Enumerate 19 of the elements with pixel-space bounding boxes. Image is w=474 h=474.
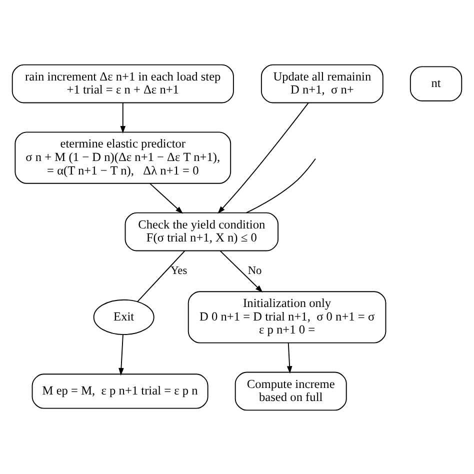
connector — [246, 158, 316, 213]
node-box: nt — [410, 66, 462, 101]
node-box: Initialization only D 0 n+1 = D trial n+1, σ 0 n+1 = σ ε p n+1 0 = — [188, 290, 386, 343]
arrow — [220, 250, 263, 292]
node-ellipse: Exit — [93, 298, 154, 335]
connector — [137, 250, 186, 302]
node-box: Update all remainin D n+1, σ n+ — [260, 64, 384, 103]
arrow — [286, 342, 292, 374]
arrow — [118, 334, 124, 376]
arrow — [120, 102, 126, 134]
edge-label: Yes — [170, 264, 188, 277]
node-box: etermine elastic predictor σ n + M (1 − D n)(Δε n+1 − Δε T n+1), = α(T n+1 − T n), Δλ n+1 = 0 — [14, 131, 232, 184]
arrow — [218, 102, 309, 214]
node-box: Compute increme based on full — [234, 371, 347, 410]
node-box: M ep = M, ε p n+1 trial = ε p n — [32, 373, 208, 408]
node-box: rain increment Δε n+1 in each load step +1 trial = ε n + Δε n+1 — [12, 64, 234, 103]
edge-label: No — [248, 264, 262, 277]
arrow — [150, 182, 184, 214]
node-box: Check the yield condition F(σ trial n+1, X n) ≤ 0 — [124, 212, 279, 251]
